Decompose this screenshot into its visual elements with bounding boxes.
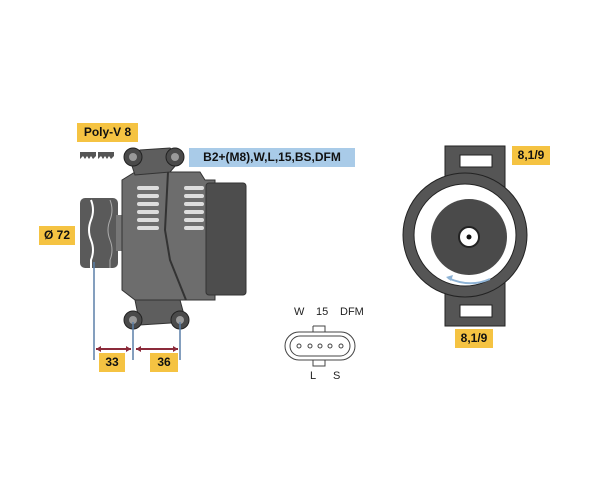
dimension-36-label: 36 — [150, 353, 178, 372]
pin-label-w: W — [294, 306, 305, 318]
alternator-front-view — [402, 145, 528, 327]
belt-label: Poly-V 8 — [77, 123, 138, 142]
mount-hole-bottom — [459, 304, 493, 318]
pulley-diameter-label: Ø 72 — [39, 226, 75, 245]
connector-pinout — [284, 325, 356, 367]
pin-label-s: S — [333, 370, 341, 382]
pulley — [80, 198, 118, 268]
pin-label-dfm: DFM — [340, 306, 364, 318]
dimension-lines — [93, 262, 181, 360]
poly-v-belt-icon — [80, 152, 114, 159]
rotation-arrow-icon — [447, 277, 491, 285]
mounting-lug — [123, 147, 190, 330]
dimension-33-label: 33 — [99, 353, 125, 372]
alternator-side-view — [80, 147, 247, 330]
pin-label-15: 15 — [316, 306, 329, 318]
mount-hole-top — [459, 154, 493, 168]
mount-hole-bottom-label: 8,1/9 — [455, 329, 493, 348]
pin-label-l: L — [310, 370, 317, 382]
terminals-label: B2+(M8),W,L,15,BS,DFM — [189, 148, 355, 167]
mount-hole-top-label: 8,1/9 — [512, 146, 550, 165]
